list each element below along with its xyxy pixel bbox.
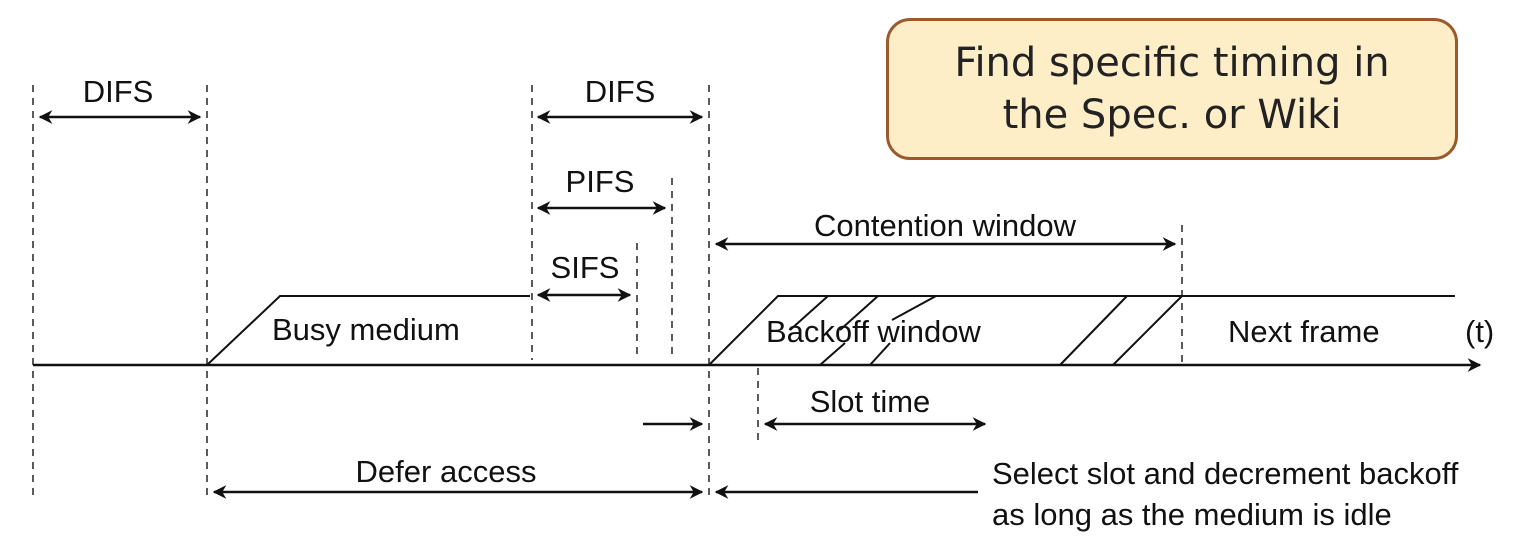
next-frame-label: Next frame <box>1228 314 1380 349</box>
callout-line2: the Spec. or Wiki <box>1002 92 1342 138</box>
time-axis-label: (t) <box>1465 314 1494 349</box>
contention-window-label: Contention window <box>814 208 1077 243</box>
backoff-window-label: Backoff window <box>766 314 981 349</box>
defer-access-label: Defer access <box>356 454 537 489</box>
difs-left-label: DIFS <box>83 74 154 109</box>
sifs-label: SIFS <box>551 250 620 285</box>
busy-medium-label: Busy medium <box>272 312 460 347</box>
guide-lines <box>32 85 1183 500</box>
select-slot-line1: Select slot and decrement backoff <box>992 456 1459 491</box>
callout-line1: Find specific timing in <box>954 40 1390 86</box>
select-slot-line2: as long as the medium is idle <box>992 497 1392 532</box>
difs-mid-label: DIFS <box>585 74 656 109</box>
busy-medium-shape <box>206 295 530 366</box>
slot-time-label: Slot time <box>810 384 931 419</box>
pifs-label: PIFS <box>566 164 635 199</box>
callout-note: Find specific timing in the Spec. or Wik… <box>886 18 1458 160</box>
backoff-window-shape <box>708 295 1455 366</box>
